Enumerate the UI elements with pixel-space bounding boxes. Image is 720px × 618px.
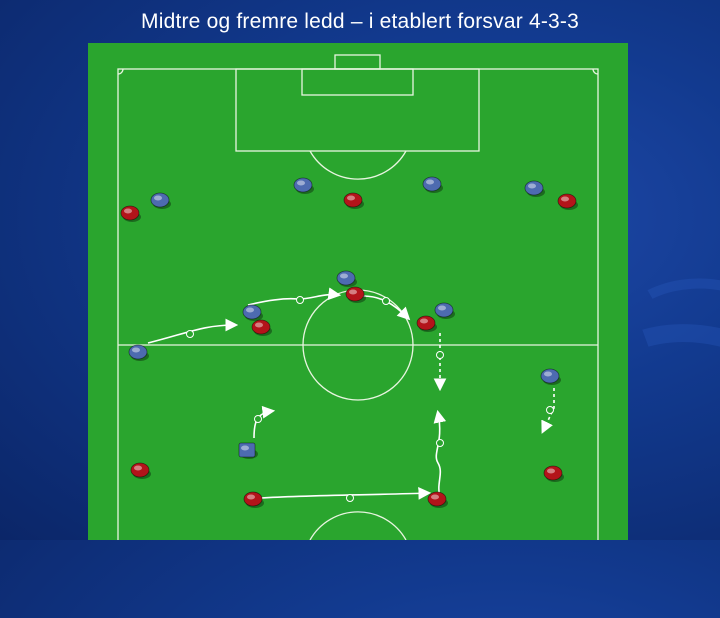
red-player-marker xyxy=(345,286,366,303)
red-player-marker xyxy=(130,462,151,479)
movement-arrow xyxy=(147,318,239,344)
arrow-step-marker xyxy=(436,351,444,359)
red-player-marker xyxy=(557,193,578,210)
blue-player-marker xyxy=(524,180,545,197)
blue-player-marker xyxy=(150,192,171,209)
pitch-markings xyxy=(117,54,599,540)
blue-player-marker xyxy=(128,344,149,361)
pitch-diagram xyxy=(117,54,599,540)
penalty-arc-bottom xyxy=(309,511,407,540)
arrow-step-marker xyxy=(346,494,354,502)
blue-player-marker xyxy=(336,270,357,287)
movement-arrows xyxy=(147,287,555,502)
penalty-arc-top xyxy=(309,150,407,180)
red-player-marker xyxy=(416,315,437,332)
blue-player-marker xyxy=(242,304,263,321)
goal-top xyxy=(334,54,381,70)
arrow-step-marker xyxy=(254,415,262,423)
arrow-step-marker xyxy=(186,330,194,338)
arrow-step-marker xyxy=(436,439,444,447)
players xyxy=(120,176,578,508)
football-pitch xyxy=(88,43,628,540)
corner-arc xyxy=(592,68,599,75)
red-player-marker xyxy=(427,491,448,508)
arrow-step-marker xyxy=(296,296,304,304)
red-player-marker xyxy=(543,465,564,482)
movement-arrow xyxy=(253,405,276,439)
penalty-area-top xyxy=(235,68,480,152)
slide-title: Midtre og fremre ledd – i etablert forsv… xyxy=(141,10,579,33)
blue-player-marker xyxy=(434,302,455,319)
blue-player-marker xyxy=(238,442,258,459)
red-player-marker xyxy=(251,319,272,336)
corner-arc xyxy=(117,68,124,75)
blue-player-marker xyxy=(422,176,443,193)
movement-arrow xyxy=(247,287,342,306)
arrow-step-marker xyxy=(546,406,554,414)
pitch-boundary xyxy=(117,68,599,540)
movement-arrow xyxy=(433,409,447,499)
red-player-marker xyxy=(120,205,141,222)
movement-arrow xyxy=(541,388,555,434)
arrow-step-marker xyxy=(382,297,390,305)
red-player-marker xyxy=(243,491,264,508)
blue-player-marker xyxy=(293,177,314,194)
blue-player-marker xyxy=(540,368,561,385)
red-player-marker xyxy=(343,192,364,209)
goal-area-top xyxy=(301,68,414,96)
movement-arrow xyxy=(260,486,432,500)
